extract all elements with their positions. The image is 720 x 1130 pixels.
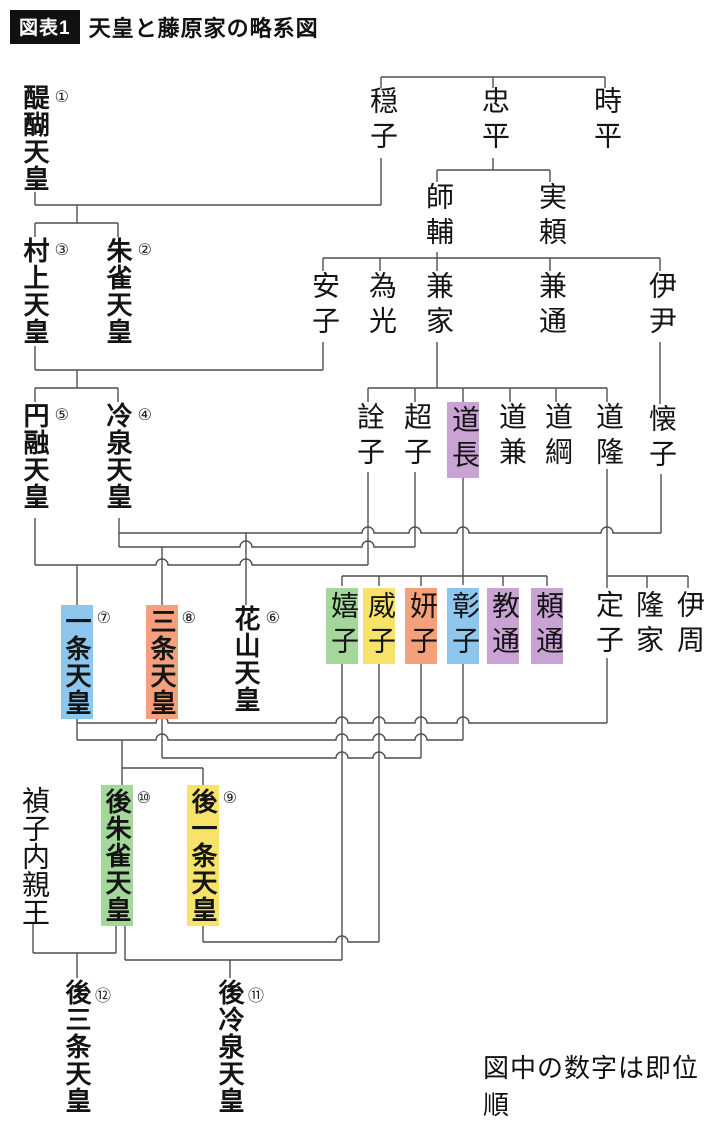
person-name-label: 禎子内親王 <box>18 786 49 926</box>
person-node-anshi: 安子 <box>307 271 339 341</box>
person-node-kenshi: 妍子 <box>405 588 437 664</box>
person-name-label: 伊周 <box>673 590 704 660</box>
person-name-label: 隆家 <box>632 590 663 660</box>
person-name-label: 妍子 <box>406 591 437 661</box>
person-name-label: 花山天皇 <box>231 605 261 713</box>
accession-order-number: ① <box>54 89 69 106</box>
person-node-yorimichi: 頼通 <box>531 588 563 664</box>
person-node-morosuke: 師輔 <box>421 182 453 252</box>
person-name-label: 後三条天皇 <box>62 979 92 1114</box>
chart-header: 図表1 天皇と藤原家の略系図 <box>10 10 319 44</box>
accession-order-number: ② <box>137 242 152 259</box>
person-name-label: 後一条天皇 <box>188 788 218 923</box>
person-name-label: 兼通 <box>535 271 566 341</box>
person-name-label: 頼通 <box>532 591 563 661</box>
person-node-koretada: 伊尹 <box>644 271 676 341</box>
person-name-label: 一条天皇 <box>62 608 92 716</box>
accession-order-number: ⑫ <box>94 988 111 1005</box>
person-node-shoshi: 彰子 <box>447 588 479 664</box>
person-name-label: 彰子 <box>448 591 479 661</box>
person-name-label: 冷泉天皇 <box>103 402 133 510</box>
person-name-label: 安子 <box>308 271 339 341</box>
person-node-kishi: 嬉子 <box>326 588 358 664</box>
accession-order-number: ⑧ <box>181 610 196 627</box>
person-name-label: 後朱雀天皇 <box>102 788 132 923</box>
person-node-onshi: 穏子 <box>365 86 397 156</box>
person-name-label: 朱雀天皇 <box>103 237 133 345</box>
person-name-label: 伊尹 <box>645 271 676 341</box>
person-name-label: 定子 <box>592 590 623 660</box>
accession-order-number: ⑥ <box>265 610 280 627</box>
person-node-takaie: 隆家 <box>631 590 663 660</box>
accession-order-number: ⑪ <box>247 988 264 1005</box>
legend-caption: 図中の数字は即位順 <box>483 1054 700 1120</box>
person-node-kaneie: 兼家 <box>421 271 453 341</box>
chart-title: 天皇と藤原家の略系図 <box>88 16 319 41</box>
person-node-kanemichi: 兼通 <box>534 271 566 341</box>
person-name-label: 教通 <box>488 591 519 661</box>
person-node-teishi-naishinno: 禎子内親王 <box>17 786 49 926</box>
person-name-label: 威子 <box>364 591 395 661</box>
person-node-korechika: 伊周 <box>672 590 704 660</box>
person-name-label: 実頼 <box>535 182 566 252</box>
person-name-label: 道兼 <box>495 402 526 472</box>
person-name-label: 道隆 <box>592 402 623 472</box>
person-node-tamemitsu: 為光 <box>364 271 396 341</box>
figure-badge: 図表1 <box>10 10 80 44</box>
person-node-ishi: 威子 <box>363 588 395 664</box>
person-node-saneyori: 実頼 <box>534 182 566 252</box>
accession-order-number: ④ <box>137 407 152 424</box>
person-name-label: 超子 <box>400 402 431 472</box>
person-name-label: 円融天皇 <box>20 402 50 510</box>
person-name-label: 兼家 <box>422 271 453 341</box>
person-node-norimichi: 教通 <box>487 588 519 664</box>
person-name-label: 村上天皇 <box>20 237 50 345</box>
person-node-michitsuna: 道綱 <box>540 402 572 472</box>
person-node-michitaka: 道隆 <box>591 402 623 472</box>
person-name-label: 為光 <box>365 271 396 341</box>
accession-order-number: ⑩ <box>136 790 151 807</box>
person-node-choshi: 超子 <box>399 402 431 472</box>
person-name-label: 後冷泉天皇 <box>215 979 245 1114</box>
person-node-tokihira: 時平 <box>589 86 621 156</box>
person-node-michikane: 道兼 <box>494 402 526 472</box>
person-name-label: 醍醐天皇 <box>20 84 50 192</box>
person-name-label: 忠平 <box>478 86 509 156</box>
person-name-label: 嬉子 <box>327 591 358 661</box>
person-name-label: 懐子 <box>645 404 676 474</box>
person-name-label: 三条天皇 <box>147 608 177 716</box>
person-name-label: 道長 <box>448 405 479 475</box>
accession-order-number: ⑤ <box>54 407 69 424</box>
person-name-label: 穏子 <box>366 86 397 156</box>
person-name-label: 詮子 <box>353 402 384 472</box>
person-node-teishi: 定子 <box>591 590 623 660</box>
accession-order-number: ③ <box>54 242 69 259</box>
person-name-label: 師輔 <box>422 182 453 252</box>
person-name-label: 道綱 <box>541 402 572 472</box>
person-node-kaishi: 懐子 <box>644 404 676 474</box>
person-node-tadahira: 忠平 <box>477 86 509 156</box>
accession-order-number: ⑨ <box>222 790 237 807</box>
person-node-michinaga: 道長 <box>447 402 479 478</box>
person-name-label: 時平 <box>590 86 621 156</box>
accession-order-number: ⑦ <box>96 610 111 627</box>
person-node-senshi: 詮子 <box>352 402 384 472</box>
